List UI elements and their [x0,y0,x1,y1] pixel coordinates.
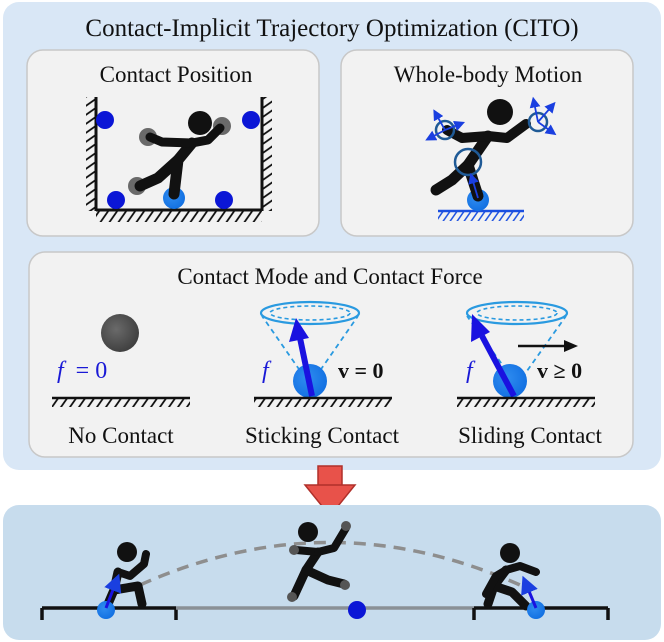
whole-body-title: Whole-body Motion [394,62,583,87]
contact-point-icon [242,111,260,129]
force-arrow-icon [104,573,122,609]
ground-hatch-icon [52,399,190,407]
mode-label: No Contact [68,423,174,448]
mode-label: Sliding Contact [458,423,602,448]
contact-point-icon [107,191,125,209]
joint-icon [453,147,483,177]
contact-point-icon [527,601,545,619]
main-title: Contact-Implicit Trajectory Optimization… [85,15,578,42]
velocity-arrow-icon [518,340,578,352]
force-equation: = 0 [76,358,108,384]
force-symbol: f [466,358,476,384]
contact-point-icon [348,601,366,619]
runner-figure-icon [128,111,231,200]
contact-point-icon [96,111,114,129]
velocity-text: v = 0 [338,358,384,383]
contact-point-icon [215,191,233,209]
mode-sliding-contact: f v ≥ 0 Sliding Contact [457,300,602,448]
contact-position-panel: Contact Position [26,49,320,237]
body-icon [101,314,139,352]
mode-label: Sticking Contact [245,423,400,448]
wall-hatch-icon [86,97,272,222]
mode-no-contact: f = 0 No Contact [52,314,190,448]
ground-hatch-icon [254,399,392,407]
red-down-arrow-icon [303,465,357,518]
contact-position-title: Contact Position [100,62,253,87]
contact-point-icon [97,601,115,619]
velocity-text: v ≥ 0 [537,358,582,383]
mode-sticking-contact: f v = 0 Sticking Contact [245,300,400,448]
runner-figure-icon [482,543,540,611]
force-symbol: f [57,358,67,384]
friction-cone-icon [465,300,569,386]
ground-hatch-icon [438,209,524,221]
mode-force-title: Contact Mode and Contact Force [177,264,482,289]
trajectory-panel [3,505,661,640]
joint-icon [527,111,549,133]
force-symbol: f [262,358,272,384]
motion-arrows-icon [425,96,557,199]
force-arrow-icon [471,314,517,398]
friction-cone-icon [259,300,361,386]
force-arrow-icon [521,575,538,609]
svg-text:f = 0: f = 0 [57,358,107,384]
ground-hatch-icon [457,399,595,407]
mode-force-panel: Contact Mode and Contact Force f = 0 No … [28,251,634,458]
runner-figure-icon [287,521,351,602]
force-arrow-icon [289,318,315,397]
whole-body-panel: Whole-body Motion [340,49,634,237]
